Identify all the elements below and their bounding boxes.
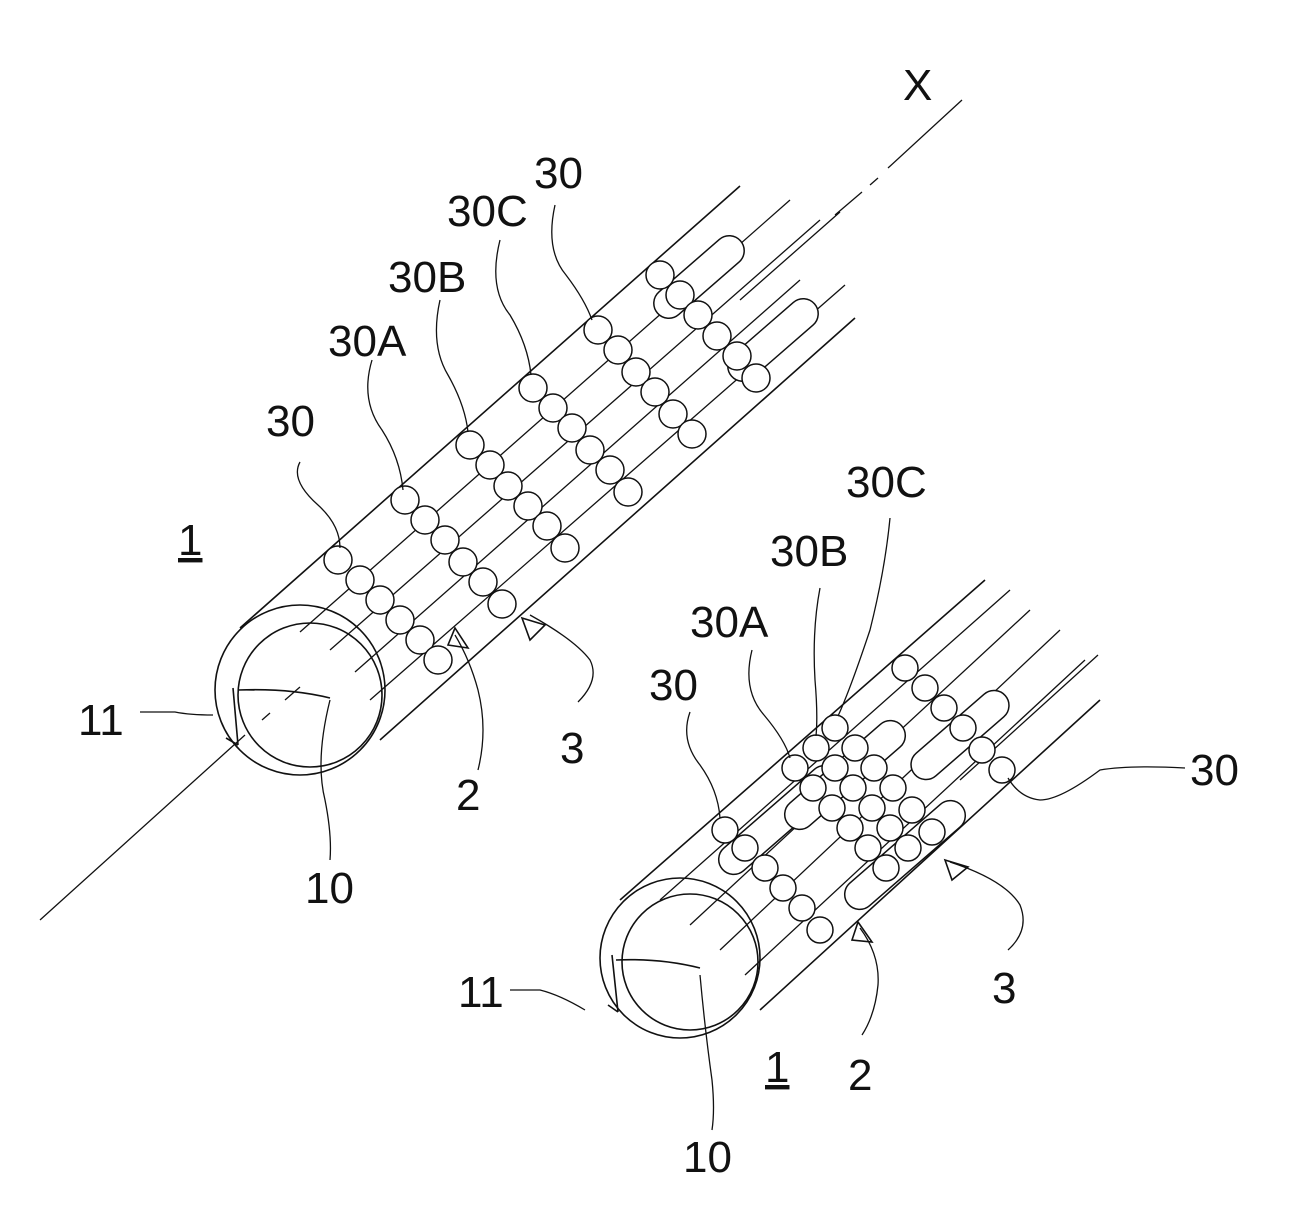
bottom-label-2: 2 [848,1051,872,1100]
top-label-10: 10 [305,864,354,913]
top-label-30a: 30A [328,317,407,366]
top-label-3: 3 [560,724,584,773]
bottom-label-30-right: 30 [1190,746,1239,795]
bottom-label-30a: 30A [690,598,769,647]
bottom-tube-inner-ring [621,893,759,1031]
bottom-label-11: 11 [458,968,504,1017]
top-leaders [140,204,594,861]
top-label-30-top: 30 [534,149,583,198]
top-label-11: 11 [78,696,124,745]
top-ball-chains [323,260,771,675]
top-label-30-left: 30 [266,397,315,446]
top-label-30c: 30C [447,187,528,236]
bottom-ball-chains [711,654,1016,944]
bottom-tube [599,579,1101,1039]
bottom-label-30b: 30B [770,527,848,576]
bottom-tube-outer-ring [599,877,761,1039]
axis-x-label: X [903,61,932,110]
top-tube-inner-ring [237,622,383,768]
bottom-label-1: 1 [765,1043,789,1092]
top-label-30b: 30B [388,253,466,302]
bottom-leaders [510,517,1186,1131]
bottom-label-3: 3 [992,964,1016,1013]
top-tube [214,185,856,776]
top-tube-outer-ring [214,604,386,776]
top-label-1: 1 [178,516,202,565]
bottom-label-10: 10 [683,1133,732,1182]
bottom-label-30-left: 30 [649,661,698,710]
top-label-2: 2 [456,771,480,820]
axis-x [39,99,963,921]
bottom-label-30c: 30C [846,458,927,507]
